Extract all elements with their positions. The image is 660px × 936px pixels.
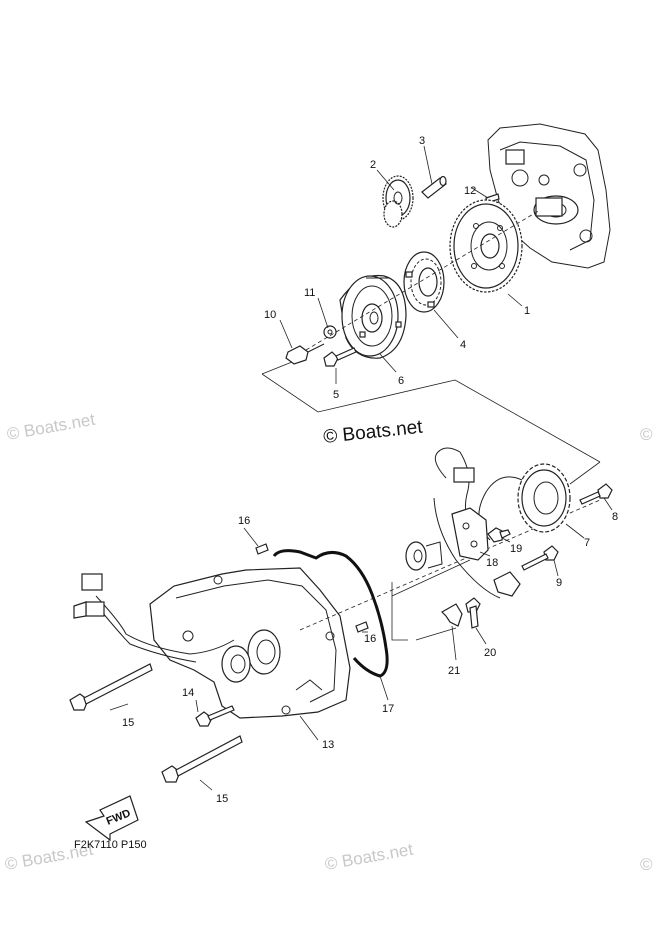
label-part-12: 12 xyxy=(464,185,476,197)
bolt-19 xyxy=(487,527,511,543)
stator-wiring xyxy=(433,447,501,599)
axis-lower xyxy=(299,499,601,631)
washer xyxy=(323,325,337,339)
starter-wheel-gear xyxy=(449,199,523,293)
label-part-10: 10 xyxy=(264,309,276,321)
long-bolt-upper xyxy=(69,663,153,711)
label-part-13: 13 xyxy=(322,739,334,751)
label-part-8: 8 xyxy=(612,511,618,523)
axis-upper xyxy=(305,209,541,351)
grommet xyxy=(405,541,443,571)
label-part-3: 3 xyxy=(419,135,425,147)
label-part-18: 18 xyxy=(486,557,498,569)
bracket-upper xyxy=(261,361,601,463)
gear-shaft xyxy=(421,175,447,199)
label-part-11: 11 xyxy=(304,287,315,299)
cover-gasket xyxy=(272,549,389,678)
label-part-4: 4 xyxy=(460,339,466,351)
bracket-lower xyxy=(391,461,601,641)
watermark-bottom-mid: © Boats.net xyxy=(323,840,414,874)
crankcase-cover xyxy=(149,567,351,719)
label-part-16-lower: 16 xyxy=(364,633,376,645)
flange-nut xyxy=(285,343,325,365)
dowel-pin-upper xyxy=(255,543,269,555)
label-part-15-lower: 15 xyxy=(216,793,228,805)
one-way-clutch xyxy=(403,251,445,313)
label-part-7: 7 xyxy=(584,537,590,549)
long-bolt-lower xyxy=(161,735,243,783)
watermark-right-mid: © xyxy=(640,425,653,444)
watermark-left-mid: © Boats.net xyxy=(5,410,96,444)
part-labels: 2 3 12 1 4 6 5 10 11 16 16 8 7 19 18 9 2… xyxy=(122,135,618,805)
leader-lines xyxy=(109,145,613,791)
label-part-15-upper: 15 xyxy=(122,717,134,729)
label-part-16-upper: 16 xyxy=(238,515,250,527)
watermark-main: © Boats.net xyxy=(322,417,424,448)
label-part-21: 21 xyxy=(448,665,460,677)
label-part-6: 6 xyxy=(398,375,404,387)
label-part-20: 20 xyxy=(484,647,496,659)
pickup-coil xyxy=(451,507,521,597)
label-part-17: 17 xyxy=(382,703,394,715)
fwd-arrow-icon: FWD xyxy=(84,795,139,842)
crankcase-fragment xyxy=(487,123,611,269)
bolt-8 xyxy=(579,483,613,505)
bolt-14 xyxy=(195,705,235,727)
label-part-19: 19 xyxy=(510,543,522,555)
watermark-right-bottom: © xyxy=(640,855,653,874)
bolt-20 xyxy=(465,597,481,629)
label-part-5: 5 xyxy=(333,389,339,401)
stator-assembly xyxy=(478,463,571,541)
label-part-9: 9 xyxy=(556,577,562,589)
dowel-pin-lower xyxy=(355,621,369,633)
label-part-2: 2 xyxy=(370,159,376,171)
label-part-1: 1 xyxy=(524,305,530,317)
bolt-5 xyxy=(323,347,357,367)
diagram-code: F2K7110 P150 xyxy=(74,839,147,851)
generator-rotor xyxy=(339,274,407,359)
bolt-9 xyxy=(521,545,559,571)
label-part-14: 14 xyxy=(182,687,194,699)
wire-clamp xyxy=(441,603,463,627)
starter-idle-gear xyxy=(382,175,414,228)
wire-harness-left xyxy=(73,573,235,663)
